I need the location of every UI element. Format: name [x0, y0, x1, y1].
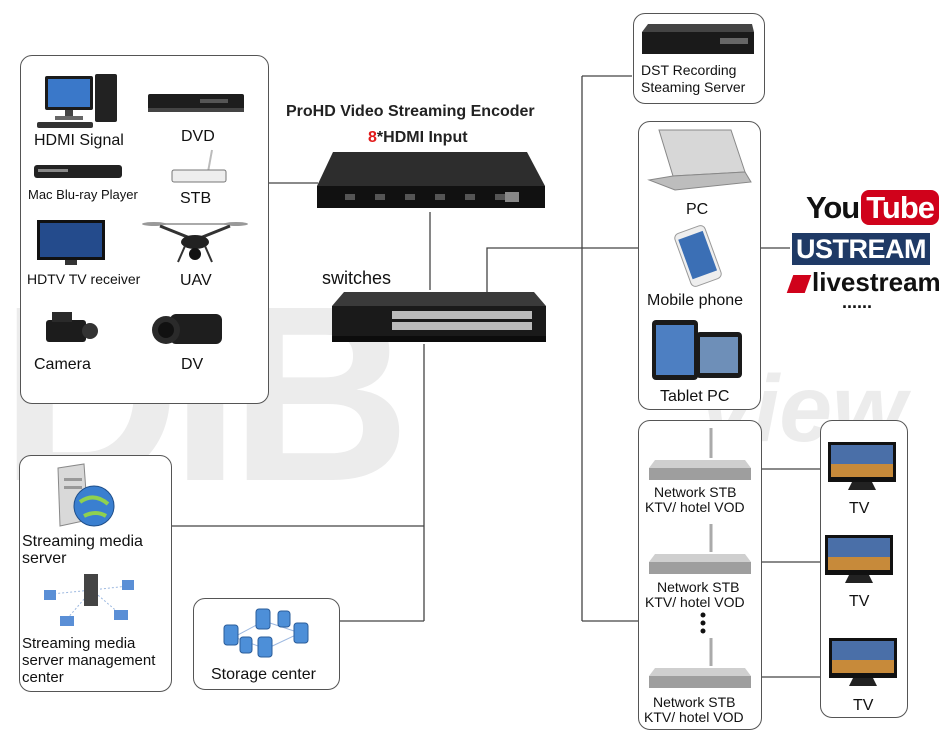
- dvd-label: DVD: [181, 128, 215, 145]
- bluray-player-icon: [34, 165, 122, 178]
- mobile-phone-icon: [674, 225, 722, 287]
- encoder-title: ProHD Video Streaming Encoder: [286, 103, 535, 120]
- recording-server-line2: Steaming Server: [641, 79, 746, 95]
- hdtv-receiver-icon: [37, 220, 105, 265]
- dv-label: DV: [181, 356, 204, 373]
- mobile-phone-label: Mobile phone: [647, 292, 744, 309]
- desktop-computer-icon: [37, 74, 117, 128]
- laptop-icon: [647, 129, 752, 191]
- tv-1-icon: [828, 442, 896, 490]
- encoder-input-text: *HDMI Input: [376, 129, 468, 146]
- camera-icon: [46, 312, 98, 342]
- recording-server-line1: DST Recording: [641, 62, 737, 78]
- network-stb-1-line2: KTV/ hotel VOD: [645, 499, 745, 515]
- livestream-logo: livestream: [786, 267, 941, 298]
- network-stb-3-line1: Network STB: [653, 694, 736, 710]
- network-stb-2-line2: KTV/ hotel VOD: [645, 594, 745, 610]
- tv-2-label: TV: [849, 593, 870, 610]
- tv-1-label: TV: [849, 500, 870, 517]
- network-stb-1-line1: Network STB: [654, 484, 737, 500]
- tablet-pc-label: Tablet PC: [660, 388, 730, 405]
- network-stb-2-line1: Network STB: [657, 579, 740, 595]
- tv-3-icon: [829, 638, 897, 686]
- network-stb-3-line2: KTV/ hotel VOD: [644, 709, 744, 725]
- streaming-encoder-icon: [317, 152, 545, 208]
- server-management-network-icon: [44, 574, 134, 626]
- network-stb-3-icon: [649, 638, 751, 688]
- livestream-text: livestream: [812, 267, 941, 297]
- network-stb-2-icon: [649, 524, 751, 574]
- storage-cluster-icon: [223, 608, 309, 658]
- tv-3-label: TV: [853, 697, 874, 714]
- dvd-player-icon: [148, 94, 244, 112]
- media-server-globe-icon: [57, 463, 115, 527]
- network-switch-icon: [332, 292, 546, 342]
- more-platforms-ellipsis: ......: [842, 292, 873, 312]
- stb-label: STB: [180, 190, 212, 207]
- uav-label: UAV: [180, 272, 212, 289]
- stb-icon: [171, 149, 227, 183]
- more-devices-dots-icon: [700, 612, 706, 634]
- switches-label: switches: [322, 268, 392, 288]
- pc-label: PC: [686, 201, 709, 218]
- hdtv-label: HDTV TV receiver: [27, 271, 141, 287]
- camera-label: Camera: [34, 356, 91, 373]
- server-management-center-label: Streaming media server management center: [22, 635, 156, 686]
- storage-center-label: Storage center: [211, 666, 316, 683]
- bluray-label: Mac Blu-ray Player: [28, 187, 138, 202]
- encoder-input-label: 8*HDMI Input: [368, 129, 468, 147]
- ustream-logo: USTREAM: [792, 233, 930, 265]
- youtube-you-text: You: [806, 190, 860, 225]
- tablet-icon: [652, 320, 742, 380]
- youtube-tube-text: Tube: [861, 190, 939, 225]
- uav-icon: [142, 222, 248, 263]
- hdmi-signal-label: HDMI Signal: [34, 132, 124, 149]
- network-stb-1-icon: [649, 428, 751, 480]
- streaming-media-server-label: Streaming media server: [22, 533, 143, 567]
- livestream-mark-icon: [786, 275, 812, 293]
- encoder-input-count: 8: [368, 129, 377, 146]
- rack-server-icon: [642, 24, 754, 54]
- dv-camcorder-icon: [152, 314, 222, 344]
- tv-2-icon: [825, 535, 893, 583]
